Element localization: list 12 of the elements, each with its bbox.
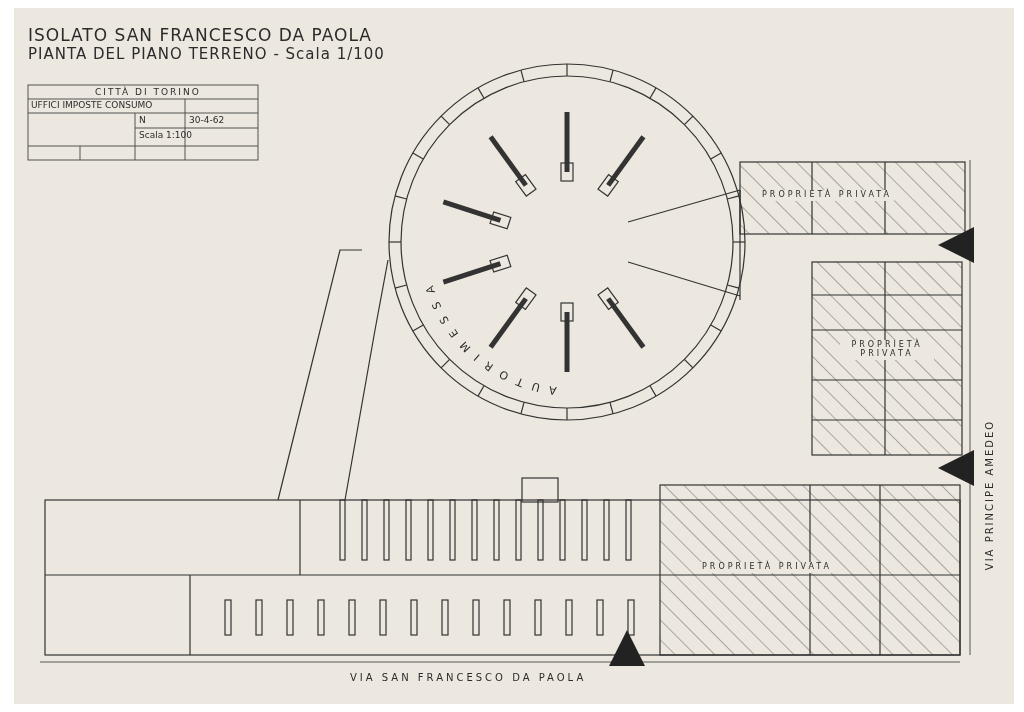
stamp-heading: CITTÀ DI TORINO — [95, 88, 201, 98]
stamp-text: N — [139, 116, 146, 126]
stamp-scale: Scala 1:100 — [139, 131, 192, 141]
stamp-date: 30-4-62 — [189, 116, 225, 126]
plan-title: ISOLATO SAN FRANCESCO DA PAOLA — [28, 26, 372, 45]
room-label: PROPRIETÀ PRIVATA — [760, 190, 895, 201]
street-name: VIA PRINCIPE AMEDEO — [984, 419, 995, 571]
room-label: PROPRIETÀ PRIVATA — [840, 340, 934, 360]
stamp-text: UFFICI IMPOSTE CONSUMO — [31, 101, 153, 111]
street-name: VIA SAN FRANCESCO DA PAOLA — [350, 672, 587, 683]
room-label: PROPRIETÀ PRIVATA — [700, 562, 835, 573]
plan-subtitle: PIANTA DEL PIANO TERRENO - Scala 1/100 — [28, 46, 385, 63]
